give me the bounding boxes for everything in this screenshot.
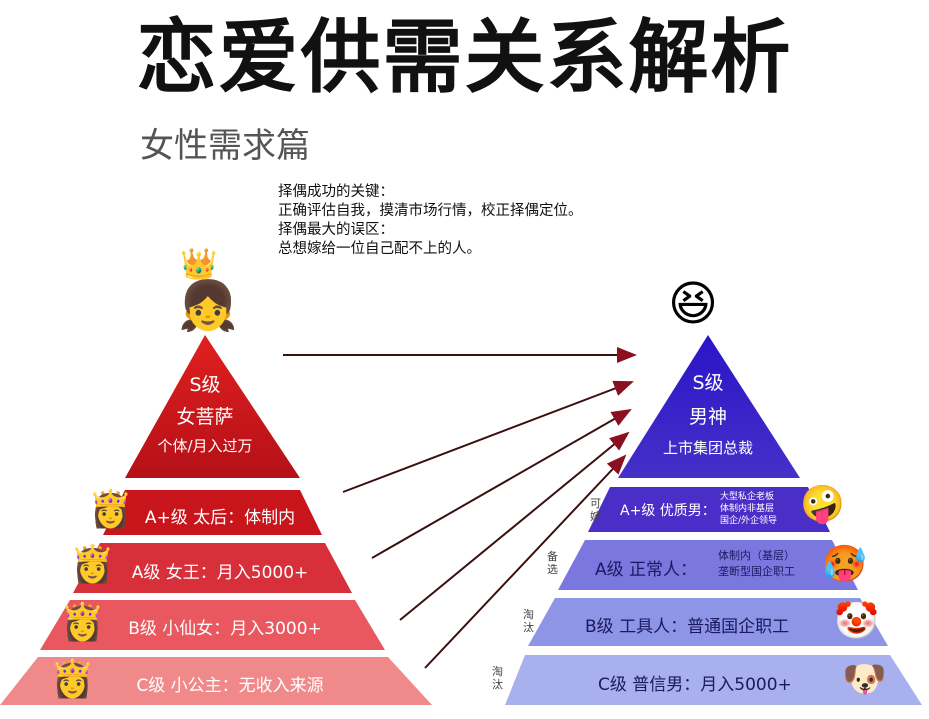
female-tier (40, 600, 385, 650)
princess-icon: 👸 (88, 489, 133, 530)
male-tier-detail: 体制内（基层）垄断型国企职工 (718, 549, 795, 578)
female-s-tier (125, 335, 300, 478)
princess-icon: 👸 (60, 602, 105, 643)
arrow (342, 380, 634, 493)
female-tier (0, 657, 432, 705)
female-s-level: S级 (189, 374, 221, 396)
princess-icon: 👸 (70, 544, 115, 585)
girl-face-icon: 👧 (178, 278, 238, 334)
crazy-face-icon: 🤪 (800, 484, 845, 525)
note-line: 择偶最大的误区： (278, 222, 394, 238)
subtitle: 女性需求篇 (140, 126, 310, 166)
note-line: 正确评估自我，摸清市场行情，校正择偶定位。 (278, 203, 583, 219)
arrows (283, 347, 637, 669)
side-label: 可嫁 (590, 497, 601, 523)
female-tier-label: A级 女王：月入5000+ (131, 563, 309, 583)
male-tier (558, 540, 858, 590)
crown-icon: 👑 (180, 247, 218, 282)
male-tier-label: A级 正常人： (595, 560, 698, 580)
princess-icon: 👸 (50, 659, 95, 700)
arrow (399, 431, 630, 621)
male-tier (505, 655, 922, 705)
male-s-tier (618, 335, 800, 478)
note-line: 择偶成功的关键： (278, 184, 394, 200)
female-tier-label: C级 小公主：无收入来源 (136, 676, 324, 696)
female-tier-label: A+级 太后：体制内 (144, 508, 296, 528)
female-s-name: 女菩萨 (176, 406, 234, 428)
male-s-desc: 上市集团总裁 (662, 439, 753, 457)
male-tier-label: B级 工具人：普通国企职工 (585, 617, 790, 637)
male-s-level: S级 (692, 372, 724, 394)
male-tier-label: C级 普信男：月入5000+ (598, 675, 792, 695)
female-tier-label: B级 小仙女：月入3000+ (128, 619, 322, 639)
hot-face-icon: 🥵 (822, 544, 867, 585)
male-tier (588, 487, 830, 532)
female-tier (73, 543, 352, 593)
side-label: 淘汰 (523, 608, 534, 634)
notes: 择偶成功的关键： 正确评估自我，摸清市场行情，校正择偶定位。 择偶最大的误区： … (278, 183, 583, 259)
clown-face-icon: 🤡 (834, 601, 879, 642)
note-line: 总想嫁给一位自己配不上的人。 (278, 241, 481, 257)
laughing-face-icon: 😆 (668, 276, 719, 332)
male-tier-detail: 大型私企老板体制内非基层国企/外企领导 (720, 492, 778, 526)
dog-face-icon: 🐶 (842, 659, 887, 700)
male-tier (528, 598, 888, 646)
arrow (371, 409, 632, 559)
side-label: 淘汰 (492, 665, 503, 691)
female-s-desc: 个体/月入过万 (157, 437, 253, 455)
title: 恋爱供需关系解析 (136, 11, 793, 104)
arrow (424, 454, 627, 669)
female-tier (103, 490, 322, 535)
male-s-name: 男神 (688, 406, 727, 428)
side-label: 备选 (547, 550, 558, 576)
male-tier-label: A+级 优质男： (620, 503, 716, 519)
